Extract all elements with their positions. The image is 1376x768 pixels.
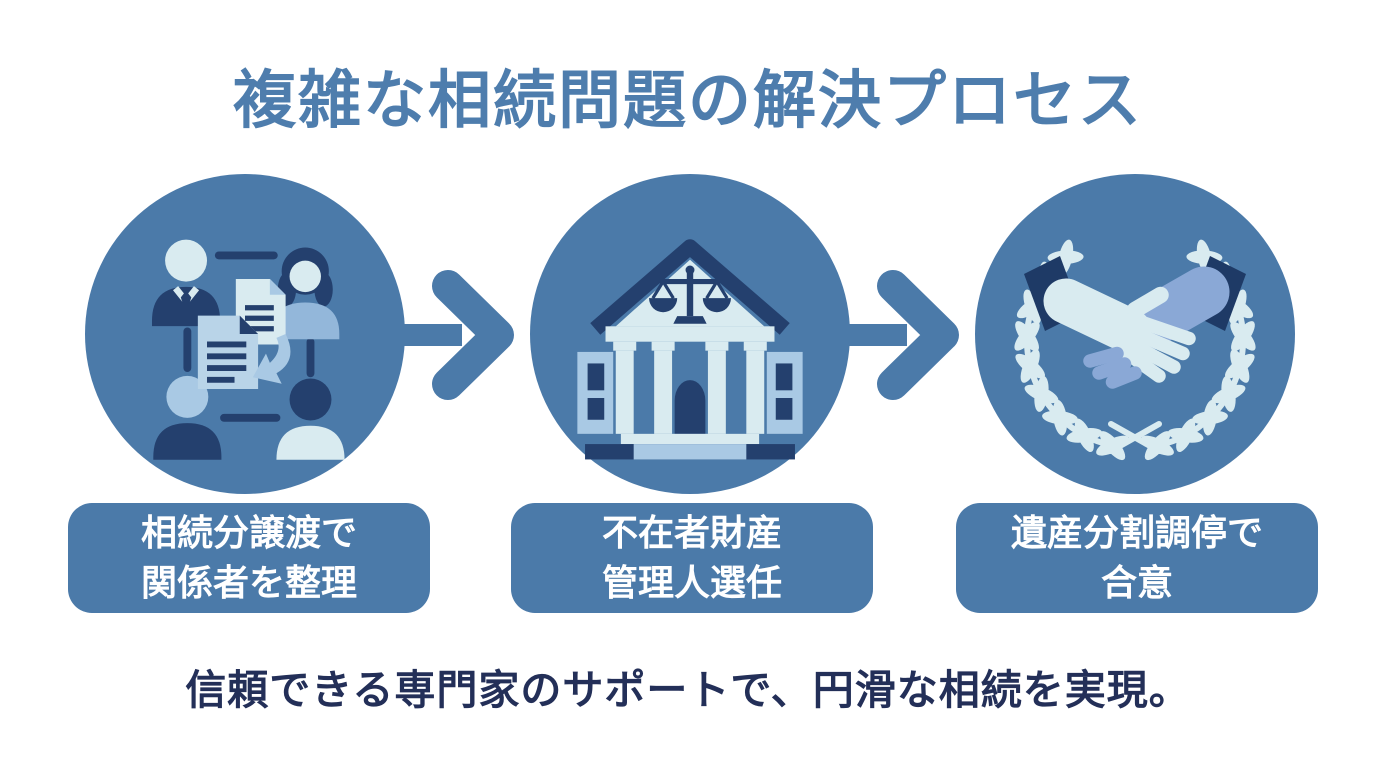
step-3-circle <box>975 174 1295 494</box>
document-front-icon <box>197 315 259 390</box>
door-icon <box>674 380 706 434</box>
person-suit-icon <box>151 239 221 327</box>
step-3-label: 遺産分割調停で 合意 <box>956 503 1318 613</box>
arrow-right-icon <box>841 270 959 400</box>
diagram-title: 複雑な相続問題の解決プロセス <box>233 66 1143 136</box>
arrow-right-icon <box>396 270 514 400</box>
person-woman-icon <box>271 247 340 340</box>
people-network-icon <box>151 239 345 460</box>
courthouse-icon <box>577 239 803 460</box>
person-dark-head-icon <box>276 378 345 460</box>
person-light-head-icon <box>153 375 222 460</box>
footer-text: 信頼できる専門家のサポートで、円滑な相続を実現。 <box>185 667 1191 713</box>
handshake-icon <box>1024 256 1246 389</box>
exchange-arrow-icon <box>252 334 291 384</box>
step-2-circle <box>530 174 850 494</box>
scales-icon <box>649 265 731 324</box>
connector-lines <box>183 251 315 422</box>
step-2-label: 不在者財産 管理人選任 <box>511 503 873 613</box>
step-1-circle <box>85 174 405 494</box>
step-1-label: 相続分譲渡で 関係者を整理 <box>68 503 430 613</box>
handshake-laurel-icon <box>1014 239 1256 461</box>
laurel-wreath-icon <box>1014 239 1256 461</box>
